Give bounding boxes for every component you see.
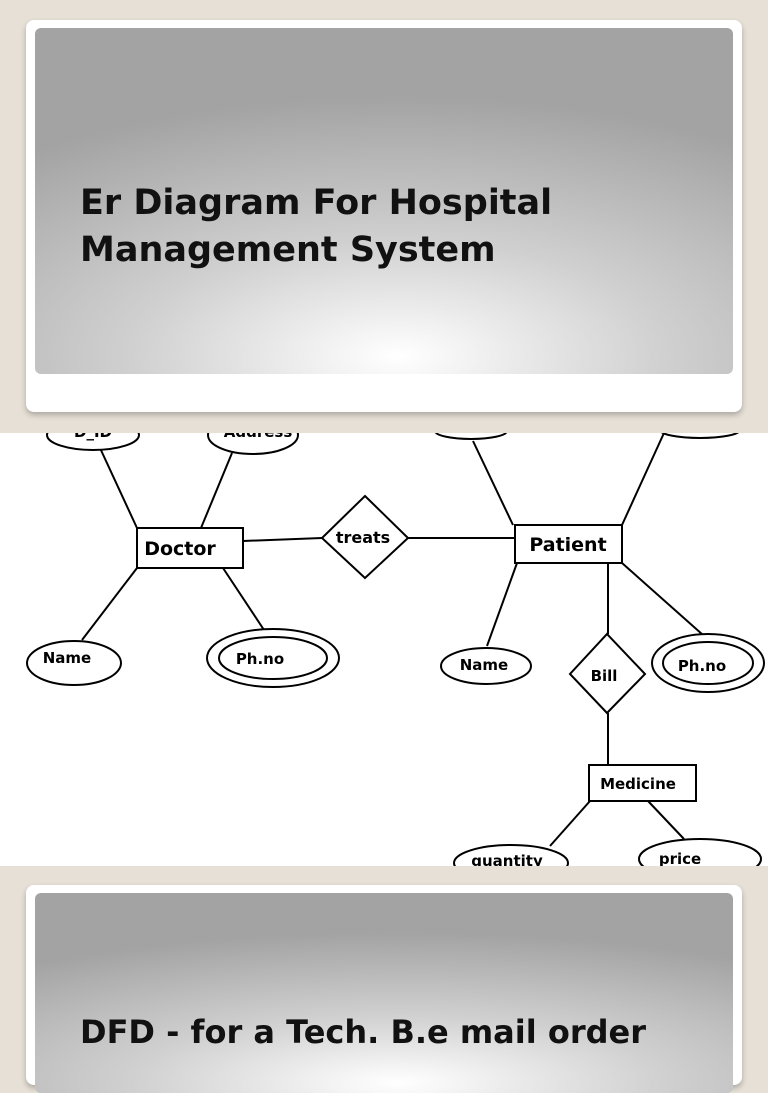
entity-box-doctor <box>136 527 244 569</box>
relationship-label-bill: Bill <box>591 667 618 685</box>
attribute-label-doctor-address: Address <box>224 433 293 441</box>
attribute-label-patient-phone: Ph.no <box>678 657 726 675</box>
slide-title-panel: DFD - for a Tech. B.e mail order <box>35 893 733 1093</box>
line-patient-phone <box>621 562 713 644</box>
attribute-oval-doctor-phone-inner <box>218 636 328 680</box>
entity-box-patient <box>514 524 623 564</box>
entity-label-patient: Patient <box>529 534 606 556</box>
attribute-oval-patient-1 <box>434 433 508 440</box>
attribute-label-doctor-phone: Ph.no <box>236 650 284 668</box>
attribute-oval-patient-name <box>440 647 532 685</box>
attribute-oval-doctor-name <box>26 640 122 686</box>
line-doctor-treats <box>242 537 323 542</box>
attribute-label-doctor-id: D_ID <box>74 433 112 441</box>
relationship-label-treats: treats <box>336 528 390 547</box>
entity-box-medicine <box>588 764 697 802</box>
slide-title: Er Diagram For Hospital Management Syste… <box>80 183 553 270</box>
line-medicine-quantity <box>549 800 591 847</box>
line-doctor-address <box>200 452 233 529</box>
attribute-label-doctor-name: Name <box>43 649 91 667</box>
slide-card-2: DFD - for a Tech. B.e mail order <box>26 885 742 1093</box>
attribute-label-medicine-quantity: quantity <box>471 852 543 866</box>
line-doctor-name <box>81 567 138 641</box>
attribute-oval-patient-phone-inner <box>662 641 754 685</box>
relationship-diamond-bill <box>568 632 647 715</box>
line-doctor-phone <box>222 567 269 637</box>
attribute-oval-doctor-address <box>207 433 299 455</box>
slide-title-panel: Er Diagram For Hospital Management Syste… <box>35 28 733 374</box>
attribute-oval-medicine-price <box>638 838 762 866</box>
attribute-oval-medicine-quantity <box>453 844 569 866</box>
line-patient-attr-1 <box>472 440 514 526</box>
connector-lines <box>81 433 713 847</box>
attribute-oval-doctor-id <box>46 433 140 451</box>
slide-title: DFD - for a Tech. B.e mail order <box>80 1013 646 1051</box>
er-diagram-svg: D_ID Address Doctor Patient Medicine tre… <box>26 433 765 866</box>
line-patient-attr-2 <box>621 433 665 526</box>
entity-label-medicine: Medicine <box>600 775 676 793</box>
relationship-diamond-treats <box>320 494 410 580</box>
attribute-oval-patient-2 <box>660 433 740 439</box>
attribute-label-patient-name: Name <box>460 656 508 674</box>
attribute-label-medicine-price: price <box>659 850 701 866</box>
slide-card-1: Er Diagram For Hospital Management Syste… <box>26 20 742 412</box>
line-medicine-price <box>647 800 685 840</box>
entity-label-doctor: Doctor <box>144 538 216 560</box>
er-diagram: D_ID Address Doctor Patient Medicine tre… <box>0 433 768 866</box>
line-patient-name <box>486 562 518 647</box>
line-doctor-id <box>99 447 138 529</box>
